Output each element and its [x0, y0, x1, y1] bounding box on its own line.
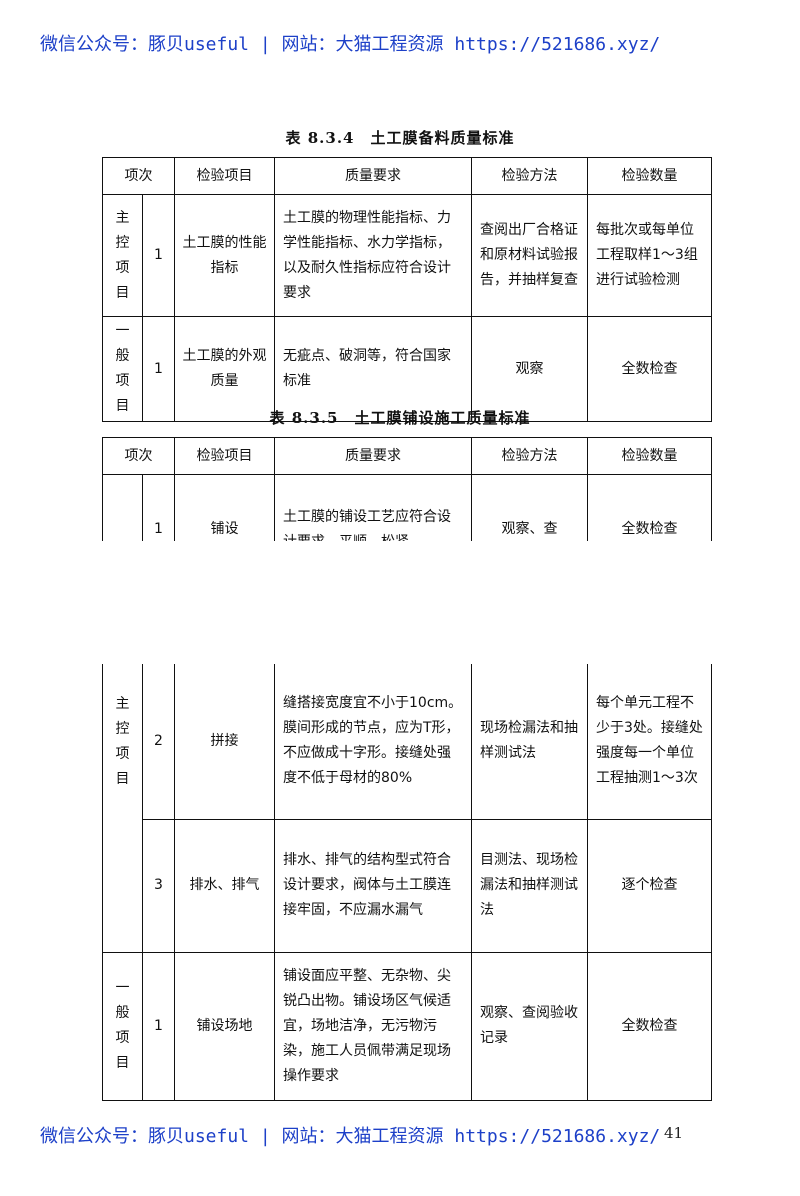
row-quantity: 每个单元工程不少于3处。接缝处强度每一个单位工程抽测1～3次 — [587, 664, 712, 820]
header-inspection-method: 检验方法 — [471, 437, 588, 475]
row-item: 拼接 — [174, 664, 275, 820]
row-category: 一般项目 — [102, 316, 143, 422]
watermark-bottom: 微信公众号：豚贝useful | 网站：大猫工程资源 https://52168… — [40, 1126, 661, 1147]
header-item-no: 项次 — [102, 157, 175, 195]
row-category: 一般项目 — [102, 951, 143, 1101]
header-item-no: 项次 — [102, 437, 175, 475]
row-item: 土工膜的外观质量 — [174, 316, 275, 422]
table1-caption: 表 8.3.4 土工膜备料质量标准 — [285, 129, 515, 147]
row-requirement: 土工膜的物理性能指标、力学性能指标、水力学指标，以及耐久性指标应符合设计要求 — [274, 194, 472, 317]
header-quality-requirement: 质量要求 — [274, 157, 472, 195]
row-number: 1 — [142, 316, 175, 422]
page-gap — [0, 541, 800, 664]
table-geomembrane-material: 项次 检验项目 质量要求 检验方法 检验数量 主控项目 1 土工膜的性能指标 土… — [102, 157, 712, 422]
row-requirement: 排水、排气的结构型式符合设计要求，阀体与土工膜连接牢固，不应漏水漏气 — [274, 818, 472, 953]
row-category: 主控项目 — [102, 664, 143, 953]
page-number: 41 — [664, 1124, 684, 1142]
row-quantity: 全数检查 — [587, 951, 712, 1101]
row-number: 1 — [142, 194, 175, 317]
header-inspection-method: 检验方法 — [471, 157, 588, 195]
header-inspection-item: 检验项目 — [174, 437, 275, 475]
row-requirement: 铺设面应平整、无杂物、尖锐凸出物。铺设场区气候适宜，场地洁净，无污物污染，施工人… — [274, 951, 472, 1101]
row-method: 查阅出厂合格证和原材料试验报告，并抽样复查 — [471, 194, 588, 317]
row-requirement: 无疵点、破洞等，符合国家标准 — [274, 316, 472, 422]
row-requirement: 缝搭接宽度宜不小于10cm。膜间形成的节点，应为T形，不应做成十字形。接缝处强度… — [274, 664, 472, 820]
header-quality-requirement: 质量要求 — [274, 437, 472, 475]
header-inspection-item: 检验项目 — [174, 157, 275, 195]
row-method: 现场检漏法和抽样测试法 — [471, 664, 588, 820]
row-item: 铺设场地 — [174, 951, 275, 1101]
row-item: 排水、排气 — [174, 818, 275, 953]
header-inspection-quantity: 检验数量 — [587, 157, 712, 195]
watermark-top: 微信公众号：豚贝useful | 网站：大猫工程资源 https://52168… — [40, 34, 661, 55]
row-method: 观察、查阅验收记录 — [471, 951, 588, 1101]
row-item: 土工膜的性能指标 — [174, 194, 275, 317]
table2-caption: 表 8.3.5 土工膜铺设施工质量标准 — [269, 409, 531, 427]
row-quantity: 全数检查 — [587, 316, 712, 422]
row-category: 主控项目 — [102, 194, 143, 317]
row-method: 观察 — [471, 316, 588, 422]
row-quantity: 逐个检查 — [587, 818, 712, 953]
row-method: 目测法、现场检漏法和抽样测试法 — [471, 818, 588, 953]
header-inspection-quantity: 检验数量 — [587, 437, 712, 475]
row-number: 2 — [142, 664, 175, 820]
row-quantity: 每批次或每单位工程取样1～3组进行试验检测 — [587, 194, 712, 317]
row-number: 3 — [142, 818, 175, 953]
row-number: 1 — [142, 951, 175, 1101]
table-geomembrane-laying-part2: 主控项目 2 拼接 缝搭接宽度宜不小于10cm。膜间形成的节点，应为T形，不应做… — [102, 664, 712, 1101]
